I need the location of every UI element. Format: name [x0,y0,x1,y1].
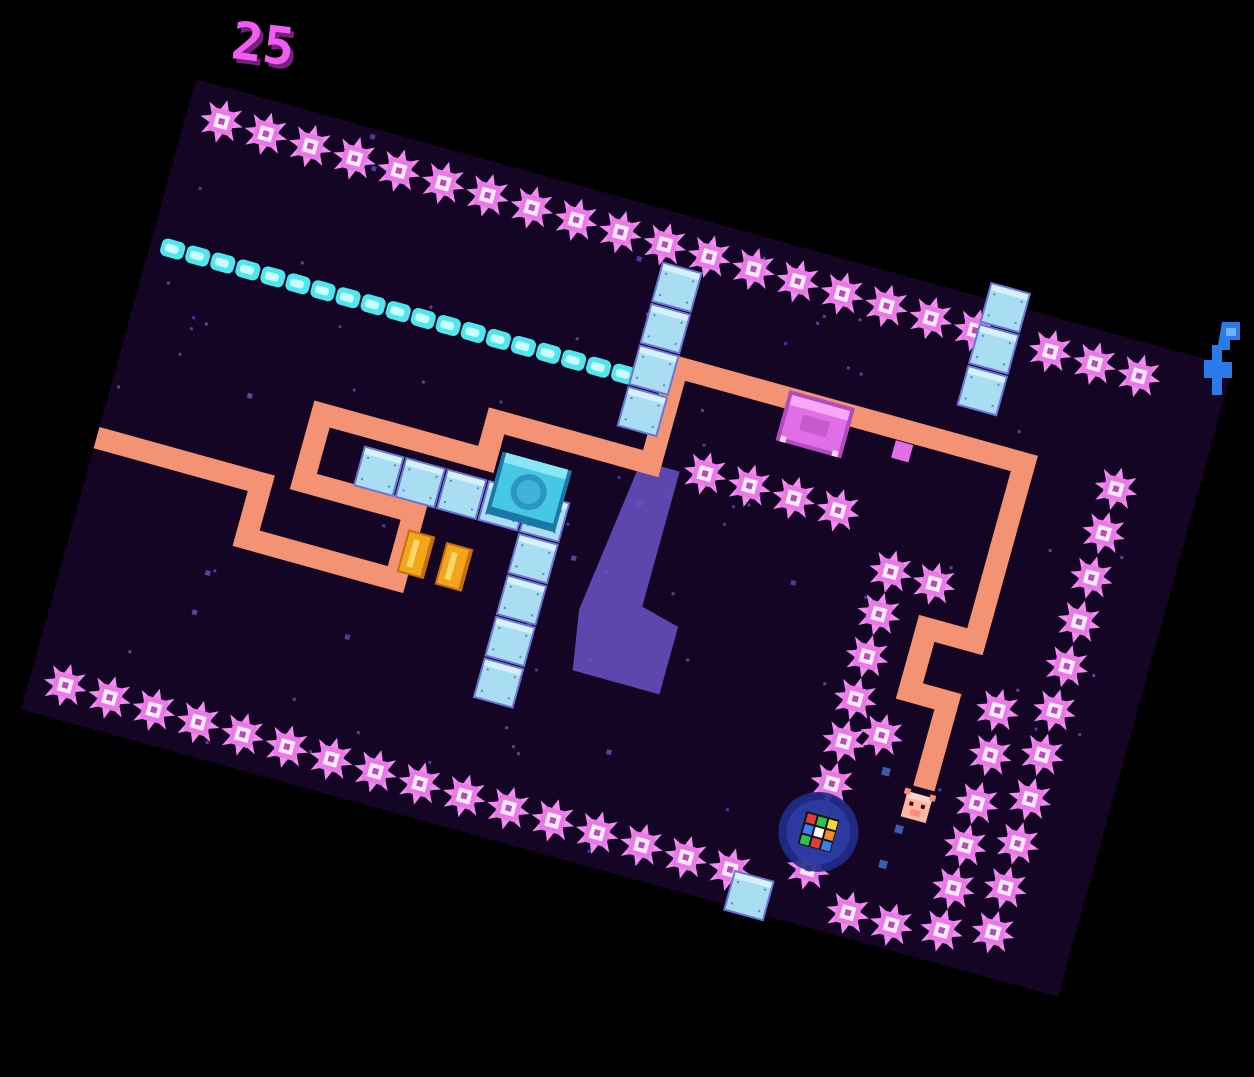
arena [21,79,1233,997]
star [565,522,570,527]
laser-core [515,341,530,352]
star [246,392,253,399]
star [1091,673,1096,678]
star [116,385,121,389]
star [1015,688,1020,693]
star [1033,727,1038,731]
star [534,668,539,672]
star [499,400,503,404]
star [570,555,577,562]
gold-coin-icon[interactable] [396,529,436,580]
star [308,749,313,754]
star [700,408,705,413]
star [863,595,868,600]
laser-core [540,348,555,359]
laser-core [365,299,380,310]
star [783,341,788,346]
star [685,658,690,662]
laser-core [214,257,229,268]
star [429,305,433,310]
laser-core [490,334,505,345]
star [191,315,196,320]
star [575,336,579,341]
star [511,744,516,749]
star [198,186,203,191]
star [1048,548,1052,553]
laser-core [264,271,280,282]
blue-portal-icon[interactable] [1204,322,1240,395]
laser-core [289,278,305,289]
star [731,504,736,509]
star [204,569,211,577]
block-shadow [572,460,680,695]
star [605,749,613,756]
star [587,849,592,854]
star [725,807,730,812]
star [205,740,210,745]
laser-core [239,264,255,275]
star [504,725,509,730]
star [212,569,217,573]
laser-core [189,250,204,261]
gold-coin-icon-2[interactable] [434,541,474,592]
star [421,380,426,384]
star [937,788,942,792]
laser-core [590,361,605,372]
star [1119,555,1124,560]
star [822,314,827,319]
star [822,681,827,686]
score-shadow: 25 [232,16,301,83]
sparkle-dust [878,766,904,870]
star [356,730,361,735]
star [370,165,377,172]
star [292,697,297,702]
star [300,261,305,265]
laser-core [465,327,480,338]
pig-player-icon[interactable] [898,787,937,824]
star [617,475,621,480]
pink-switch-icon[interactable] [775,390,855,459]
laser-core [565,354,580,366]
laser-core [615,368,630,379]
star [858,318,863,322]
star [815,321,820,326]
laser-core [164,243,179,254]
star [204,322,209,326]
star [191,609,198,616]
star [790,579,797,586]
laser-core [339,292,355,303]
switch-peg [891,440,914,463]
star [722,522,727,527]
cyan-crate-icon[interactable] [485,451,572,533]
star [344,633,351,641]
star [702,443,706,447]
score-display: 25 25 [228,11,301,83]
star [949,566,953,570]
star [382,523,386,528]
star [671,591,675,596]
star [516,751,521,756]
star [846,366,851,370]
star [1017,429,1022,434]
star [178,352,182,357]
laser-core [440,320,455,331]
star [127,649,132,654]
star [859,372,863,377]
rubiks-cube-icon[interactable] [769,783,867,881]
score-value: 25 [228,11,297,78]
laser-core [415,313,430,324]
star [369,133,376,140]
star [747,503,751,507]
star [189,326,194,331]
laser-core [390,306,405,317]
star [1077,732,1082,737]
star [352,388,357,392]
star [427,760,432,765]
laser-core [314,285,330,296]
star [636,255,643,262]
star [166,281,171,285]
star [338,324,342,329]
